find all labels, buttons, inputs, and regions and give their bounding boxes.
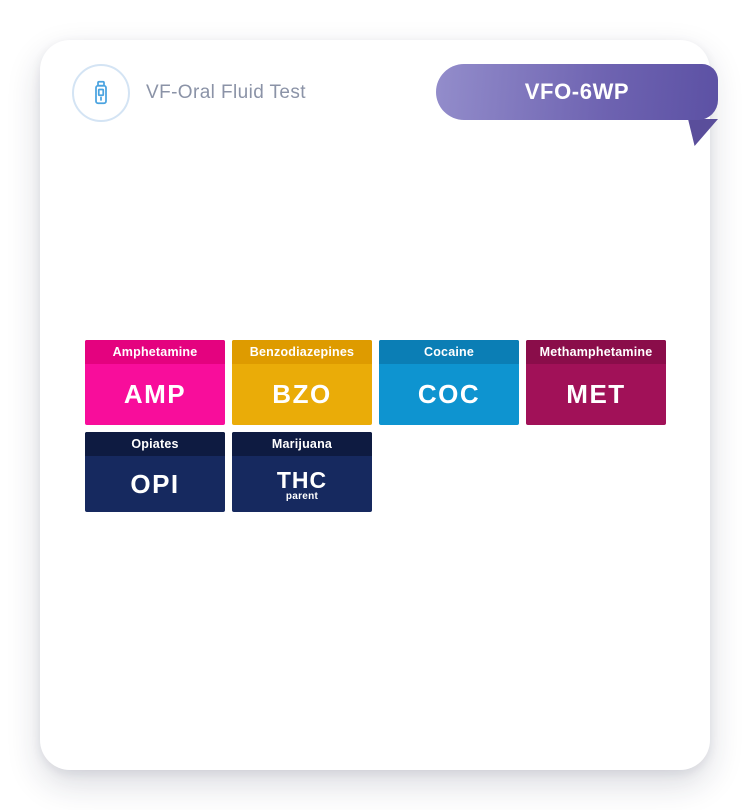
- panel-code: COC: [417, 379, 481, 409]
- panel-name: Cocaine: [423, 345, 475, 359]
- panel-tile-methamphetamine: Methamphetamine MET: [526, 340, 666, 425]
- panel-header: Benzodiazepines: [232, 340, 372, 364]
- panel-name: Amphetamine: [112, 345, 198, 359]
- panel-name: Benzodiazepines: [249, 345, 355, 359]
- panel-header: Amphetamine: [85, 340, 225, 364]
- panel-grid: Amphetamine AMP Benzodiazepines BZO Coca…: [85, 340, 666, 512]
- panel-code: AMP: [123, 379, 187, 409]
- panel-header: Opiates: [85, 432, 225, 456]
- product-card: VF-Oral Fluid Test VFO-6WP Amphetamine A…: [40, 40, 718, 770]
- panel-header: Methamphetamine: [526, 340, 666, 364]
- panel-body: AMP: [85, 364, 225, 425]
- badge-fold: [688, 119, 718, 146]
- panel-tile-cocaine: Cocaine COC: [379, 340, 519, 425]
- brand-header: VF-Oral Fluid Test: [72, 64, 306, 122]
- panel-body: THC parent: [232, 456, 372, 512]
- panel-name: Opiates: [131, 437, 179, 451]
- oral-fluid-device-icon: [95, 80, 107, 105]
- panel-tile-benzodiazepines: Benzodiazepines BZO: [232, 340, 372, 425]
- panel-body: COC: [379, 364, 519, 425]
- panel-code-subtext: parent: [285, 490, 319, 502]
- model-badge-label: VFO-6WP: [524, 79, 630, 104]
- panel-code: BZO: [272, 379, 332, 409]
- panel-body: OPI: [85, 456, 225, 512]
- panel-code: MET: [566, 379, 626, 409]
- panel-code: OPI: [130, 468, 180, 499]
- device-icon-circle: [72, 64, 130, 122]
- panel-name: Marijuana: [271, 437, 333, 451]
- panel-code: THC: [276, 466, 328, 493]
- panel-tile-marijuana: Marijuana THC parent: [232, 432, 372, 512]
- panel-tile-amphetamine: Amphetamine AMP: [85, 340, 225, 425]
- panel-tile-opiates: Opiates OPI: [85, 432, 225, 512]
- panel-name: Methamphetamine: [539, 345, 653, 359]
- panel-header: Marijuana: [232, 432, 372, 456]
- product-name: VF-Oral Fluid Test: [146, 82, 306, 103]
- model-badge: VFO-6WP: [436, 64, 718, 120]
- panel-header: Cocaine: [379, 340, 519, 364]
- panel-body: BZO: [232, 364, 372, 425]
- panel-body: MET: [526, 364, 666, 425]
